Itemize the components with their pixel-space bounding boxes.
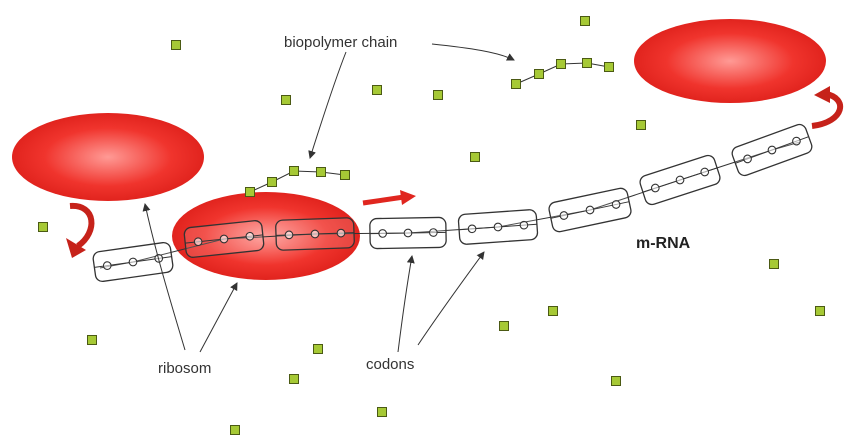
pointer-ribosome-center — [199, 282, 238, 353]
curved-arrow-left-icon — [69, 202, 95, 249]
monomer — [611, 376, 621, 386]
nucleotide — [559, 211, 569, 220]
direction-arrow-head-icon — [400, 190, 416, 205]
nucleotide — [611, 200, 621, 209]
nucleotide — [336, 228, 346, 238]
monomer — [313, 344, 323, 354]
nucleotide — [245, 231, 255, 241]
nucleotide — [284, 230, 294, 240]
nucleotide — [193, 237, 203, 247]
pointer-ribosome-left — [142, 203, 186, 351]
monomer — [316, 167, 326, 177]
monomer — [377, 407, 387, 417]
monomer — [470, 152, 480, 162]
codon-box — [639, 154, 721, 206]
monomer — [87, 335, 97, 345]
nucleotide — [493, 222, 503, 232]
nucleotide — [467, 224, 477, 234]
nucleotide — [128, 257, 138, 267]
codon-box — [92, 241, 174, 283]
codon-box — [548, 187, 632, 233]
curved-arrow-left-head-icon — [66, 238, 86, 258]
monomer — [289, 374, 299, 384]
codon-box — [183, 220, 265, 258]
monomer — [171, 40, 181, 50]
monomer — [289, 166, 299, 176]
monomer — [38, 222, 48, 232]
nucleotide — [675, 175, 685, 185]
monomer — [499, 321, 509, 331]
biopolymer-chain-top — [511, 58, 614, 89]
nucleotide — [792, 136, 801, 146]
monomer — [582, 58, 592, 68]
nucleotide — [585, 205, 595, 215]
monomer — [769, 259, 779, 269]
nucleotide — [378, 229, 388, 238]
label-mrna: m-RNA — [636, 235, 691, 252]
codon-box — [731, 123, 813, 177]
codon-box — [275, 217, 355, 251]
monomer — [340, 170, 350, 180]
codon-box — [369, 216, 447, 250]
pointer-codon-b — [417, 251, 485, 346]
monomer — [267, 177, 277, 187]
label-biopolymer-chain: biopolymer chain — [284, 34, 397, 51]
nucleotide — [102, 261, 112, 270]
ribosome-right — [634, 19, 826, 103]
nucleotide — [767, 145, 777, 155]
monomer — [604, 62, 614, 72]
pointer-codon-a — [397, 255, 415, 353]
label-ribosom: ribosom — [158, 360, 211, 377]
pointer-chain-top — [431, 43, 515, 61]
curved-arrow-right-head-icon — [814, 86, 830, 103]
monomer — [580, 16, 590, 26]
direction-arrow-icon — [362, 194, 405, 206]
nucleotide — [310, 229, 320, 239]
monomer — [281, 95, 291, 105]
nucleotide — [403, 228, 413, 238]
ribosome-left — [12, 113, 204, 201]
nucleotide — [700, 167, 710, 177]
monomer — [556, 59, 566, 69]
codon-box — [457, 209, 539, 245]
nucleotide — [519, 220, 529, 230]
nucleotide — [219, 234, 229, 244]
monomer — [230, 425, 240, 435]
monomer — [245, 187, 255, 197]
monomer — [372, 85, 382, 95]
nucleotide — [743, 154, 752, 164]
curved-arrow-right-icon — [811, 91, 844, 129]
monomer — [511, 79, 521, 89]
pointer-chain-center — [308, 51, 347, 159]
mrna-strand — [92, 123, 813, 283]
nucleotide — [650, 183, 660, 193]
monomer — [548, 306, 558, 316]
monomer — [636, 120, 646, 130]
monomer — [433, 90, 443, 100]
nucleotide — [428, 228, 438, 237]
monomer — [534, 69, 544, 79]
ribosome-center — [172, 192, 360, 280]
free-monomers — [38, 16, 825, 435]
label-codons: codons — [366, 356, 414, 373]
biopolymer-chain-center — [245, 166, 350, 197]
monomer — [815, 306, 825, 316]
